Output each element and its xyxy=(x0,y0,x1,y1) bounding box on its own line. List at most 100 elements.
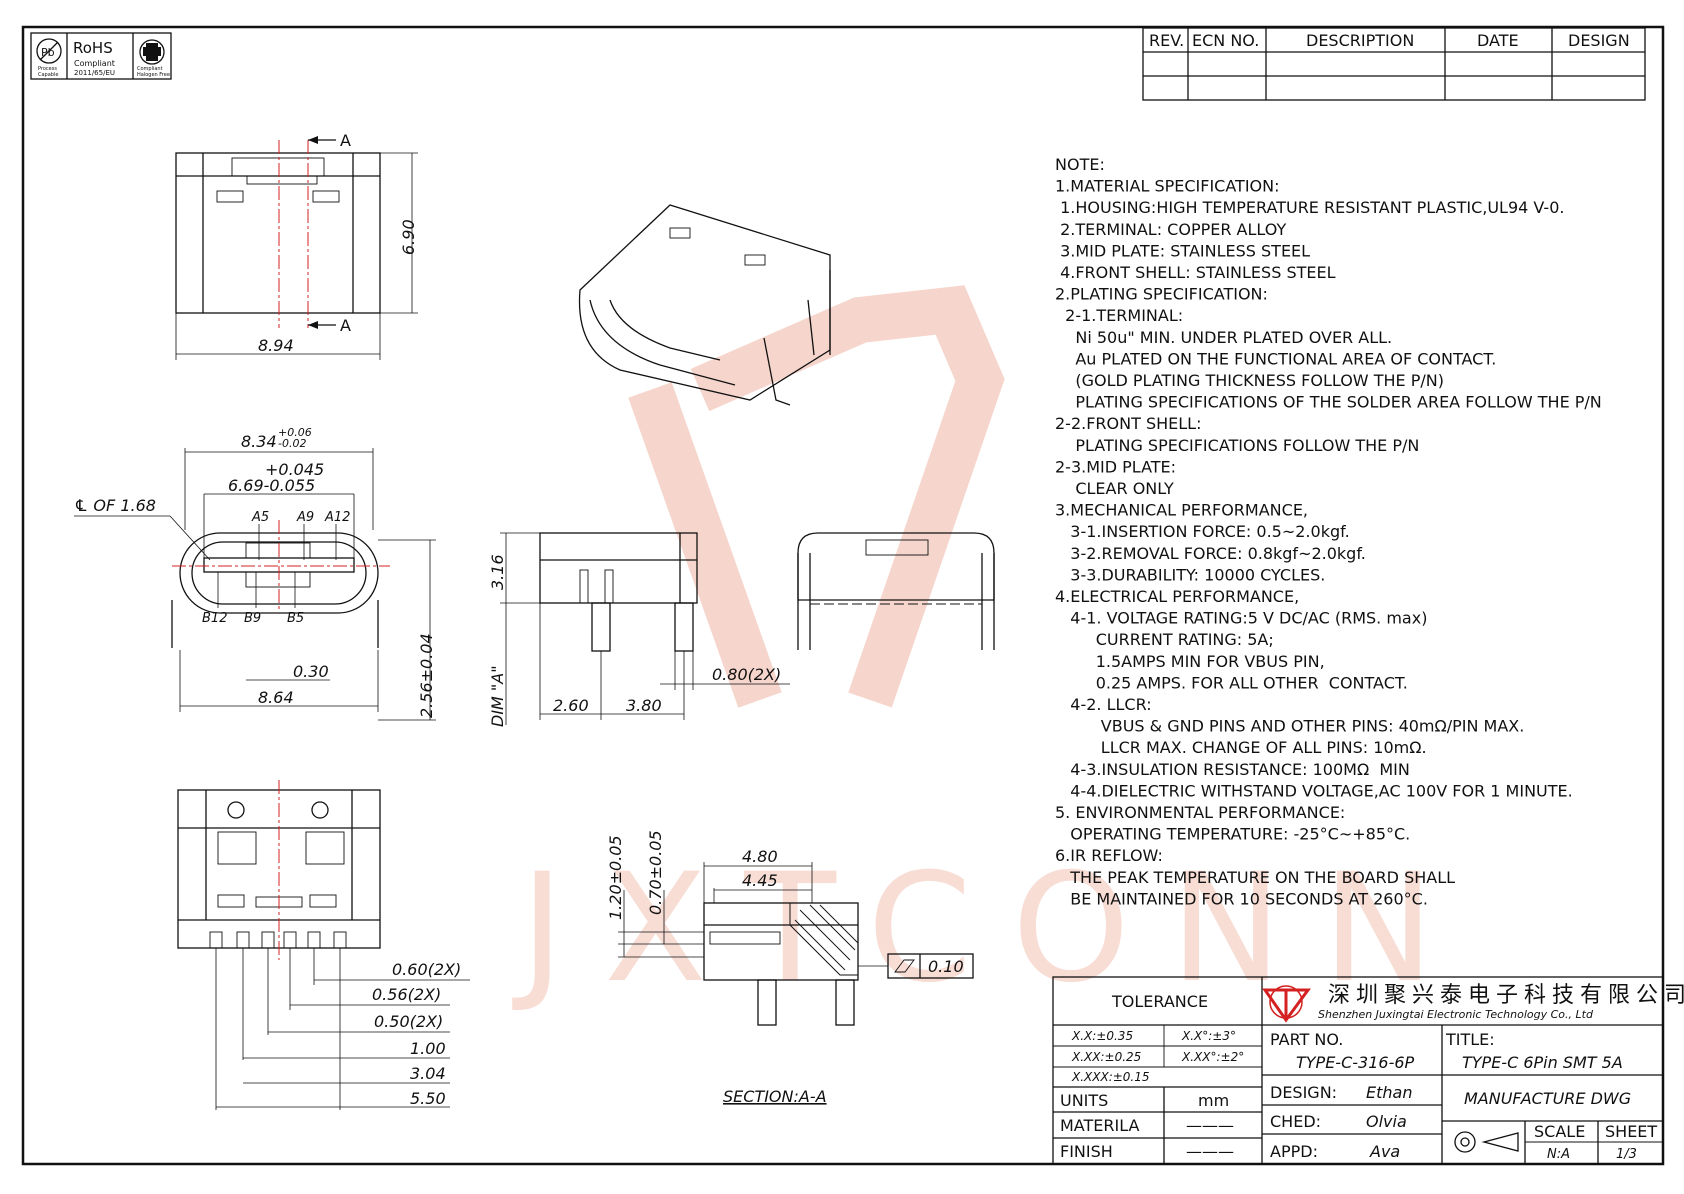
approved-label: APPD: xyxy=(1270,1142,1318,1161)
tol-angular-2: X.XX°:±2° xyxy=(1181,1050,1244,1064)
pin-a12-label: A12 xyxy=(324,510,350,525)
side-view: 3.16 DIM "A" 2.60 3.80 0.80(2X) xyxy=(488,532,790,727)
tol-linear-3: X.XXX:±0.15 xyxy=(1071,1070,1150,1084)
side-dim-1: 2.60 xyxy=(553,696,589,715)
ecn-header: ECN NO. xyxy=(1192,31,1259,50)
rohs-caption-2: 2011/65/EU xyxy=(74,69,115,77)
inner-tol-plus: +0.045 xyxy=(265,460,324,479)
note-line: 4-1. VOLTAGE RATING:5 V DC/AC (RMS. max) xyxy=(1055,609,1427,628)
bottom-dim-6: 5.50 xyxy=(410,1089,446,1108)
design-value: Ethan xyxy=(1366,1083,1412,1102)
watermark-logo: JXTCONN xyxy=(512,285,1434,1016)
checked-value: Olvia xyxy=(1366,1112,1407,1131)
top-height-dim: 6.90 xyxy=(399,219,418,255)
top-width-dim: 8.94 xyxy=(258,336,294,355)
note-line: 2-2.FRONT SHELL: xyxy=(1055,414,1201,433)
material-value: ——— xyxy=(1186,1116,1234,1135)
note-line: 1.MATERIAL SPECIFICATION: xyxy=(1055,177,1279,196)
note-line: THE PEAK TEMPERATURE ON THE BOARD SHALL xyxy=(1055,868,1455,887)
bottom-dim-2: 0.56(2X) xyxy=(372,985,441,1004)
certification-logos: Pb Process Capable RoHS Compliant 2011/6… xyxy=(30,32,172,80)
description-header: DESCRIPTION xyxy=(1306,31,1414,50)
tol-angular-1: X.X°:±3° xyxy=(1181,1029,1236,1043)
note-line: OPERATING TEMPERATURE: -25°C~+85°C. xyxy=(1055,825,1410,844)
pin-a9-label: A9 xyxy=(296,510,314,525)
bottom-dim-4: 1.00 xyxy=(410,1039,446,1058)
revision-table: REV. ECN NO. DESCRIPTION DATE DESIGN xyxy=(1142,27,1646,101)
note-line: 4.ELECTRICAL PERFORMANCE, xyxy=(1055,587,1299,606)
note-line: NOTE: xyxy=(1055,155,1105,174)
outer-tol-minus: -0.02 xyxy=(278,437,306,450)
pb-caption-1: Process xyxy=(38,66,57,72)
rear-view xyxy=(797,532,995,650)
side-dim-2: 3.80 xyxy=(626,696,662,715)
material-label: MATERILA xyxy=(1060,1116,1140,1135)
note-line: 4-4.DIELECTRIC WITHSTAND VOLTAGE,AC 100V… xyxy=(1055,781,1573,800)
outer-tol-plus: +0.06 xyxy=(278,426,312,439)
note-line: 6.IR REFLOW: xyxy=(1055,846,1163,865)
pin-a5-label: A5 xyxy=(251,510,269,525)
pin-b9-label: B9 xyxy=(244,611,261,626)
part-no-label: PART NO. xyxy=(1270,1030,1343,1049)
drawing-type: MANUFACTURE DWG xyxy=(1464,1089,1631,1108)
rev-header: REV. xyxy=(1149,31,1184,50)
pin-b12-label: B12 xyxy=(202,611,227,626)
part-no-value: TYPE-C-316-6P xyxy=(1296,1053,1415,1072)
company-name-en: Shenzhen Juxingtai Electronic Technology… xyxy=(1318,1008,1594,1021)
note-line: 3.MID PLATE: STAINLESS STEEL xyxy=(1055,241,1310,260)
sheet-label: SHEET xyxy=(1605,1122,1657,1141)
isometric-view xyxy=(578,204,831,406)
scale-label: SCALE xyxy=(1534,1122,1585,1141)
gap-dim: 0.30 xyxy=(293,662,329,681)
projection-symbol-icon xyxy=(1454,1131,1519,1153)
pb-label: Pb xyxy=(41,46,55,59)
note-line: 4-2. LLCR: xyxy=(1055,695,1152,714)
design-label: DESIGN: xyxy=(1270,1083,1337,1102)
title-block: TOLERANCE X.X:±0.35 X.XX:±0.25 X.XXX:±0.… xyxy=(1052,976,1684,1165)
note-line: 1.HOUSING:HIGH TEMPERATURE RESISTANT PLA… xyxy=(1055,198,1564,217)
finish-label: FINISH xyxy=(1060,1142,1113,1161)
units-label: UNITS xyxy=(1060,1091,1108,1110)
tol-linear-2: X.XX:±0.25 xyxy=(1071,1050,1141,1064)
top-view: A A 6.90 8.94 xyxy=(175,131,418,360)
section-mark-bottom: A xyxy=(340,316,351,335)
tolerance-label: TOLERANCE xyxy=(1111,992,1208,1011)
front-view: 8.34 +0.06 -0.02 +0.045 6.69-0.055 ℄ OF … xyxy=(74,426,436,721)
halogen-caption-1: Compliant xyxy=(137,66,163,72)
note-line: LLCR MAX. CHANGE OF ALL PINS: 10mΩ. xyxy=(1055,738,1427,757)
note-line: Ni 50u" MIN. UNDER PLATED OVER ALL. xyxy=(1055,328,1392,347)
rohs-icon: RoHS Compliant 2011/65/EU xyxy=(73,39,115,77)
section-h1-dim: 1.20±0.05 xyxy=(606,835,625,920)
title-label: TITLE: xyxy=(1445,1030,1495,1049)
rohs-caption-1: Compliant xyxy=(74,59,115,68)
centerline-label: ℄ OF 1.68 xyxy=(74,496,156,515)
note-line: 5. ENVIRONMENTAL PERFORMANCE: xyxy=(1055,803,1345,822)
halogen-free-icon: Compliant Halogen Free xyxy=(137,39,170,78)
note-line: 4.FRONT SHELL: STAINLESS STEEL xyxy=(1055,263,1336,282)
title-value: TYPE-C 6Pin SMT 5A xyxy=(1462,1053,1623,1072)
note-line: 3-1.INSERTION FORCE: 0.5~2.0kgf. xyxy=(1055,522,1350,541)
bottom-dim-3: 0.50(2X) xyxy=(374,1012,443,1031)
note-line: VBUS & GND PINS AND OTHER PINS: 40mΩ/PIN… xyxy=(1055,717,1524,736)
section-view: 1.20±0.05 0.70±0.05 4.80 4.45 0.10 SECTI… xyxy=(606,830,974,1106)
company-name-cn: 深圳聚兴泰电子科技有限公司 xyxy=(1328,983,1684,1008)
front-width-dim: 8.64 xyxy=(258,688,294,707)
approved-value: Ava xyxy=(1369,1142,1400,1161)
finish-value: ——— xyxy=(1186,1142,1234,1161)
note-line: 2.PLATING SPECIFICATION: xyxy=(1055,285,1268,304)
front-height-dim: 2.56±0.04 xyxy=(417,633,436,718)
note-line: CLEAR ONLY xyxy=(1055,479,1174,498)
notes-block: NOTE: 1.MATERIAL SPECIFICATION: 1.HOUSING… xyxy=(1055,155,1602,908)
sheet-value: 1/3 xyxy=(1616,1147,1637,1162)
pb-free-icon: Pb Process Capable xyxy=(36,38,62,78)
date-header: DATE xyxy=(1477,31,1519,50)
section-mark-top: A xyxy=(340,131,351,150)
rohs-label: RoHS xyxy=(73,39,113,57)
flatness-value: 0.10 xyxy=(928,957,964,976)
note-line: 2.TERMINAL: COPPER ALLOY xyxy=(1055,220,1286,239)
solder-pins xyxy=(209,931,347,949)
note-line: BE MAINTAINED FOR 10 SECONDS AT 260°C. xyxy=(1055,889,1428,908)
company-logo xyxy=(1262,985,1311,1023)
note-line: 2-1.TERMINAL: xyxy=(1055,306,1183,325)
